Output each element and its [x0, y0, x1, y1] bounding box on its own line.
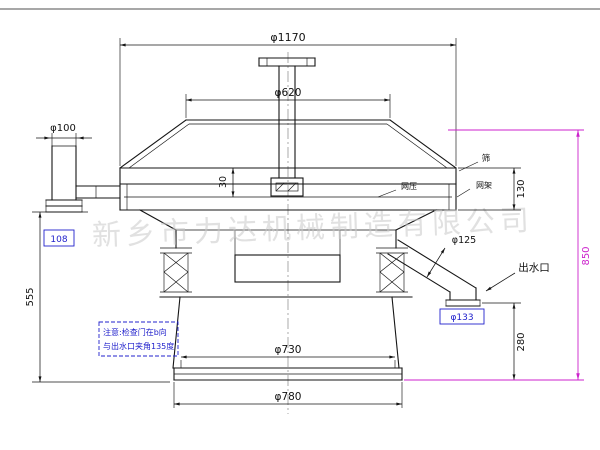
dim-outlet-flange: φ133: [450, 313, 473, 323]
dim-total-height: 850: [581, 246, 592, 265]
dim-frame-height: 130: [516, 179, 527, 198]
dim-gap: 30: [218, 176, 229, 188]
dim-inlet-box: 108: [50, 235, 67, 245]
feed-pipe: [270, 65, 304, 197]
dim-outlet-dia: φ125: [452, 235, 476, 246]
note-line2: 与出水口夹角135度: [103, 341, 174, 351]
dim-outlet-height: 280: [516, 332, 527, 351]
dim-base-dia: φ730: [275, 344, 302, 356]
label-sieve: 筛: [482, 153, 491, 164]
dim-inlet: φ100: [50, 123, 76, 134]
dim-left-height: 555: [25, 287, 36, 306]
spring-left: [160, 247, 192, 293]
dim-hood-width: φ620: [275, 87, 302, 99]
inlet-pipe: [45, 145, 121, 213]
label-mesh-press: 网压: [401, 182, 417, 191]
spring-right: [376, 247, 408, 293]
note-box: 注意:检查门在b向 与出水口夹角135度: [98, 321, 179, 357]
callout-labels: 出水口 网压 筛 网架: [377, 153, 550, 292]
label-mesh-frame: 网架: [476, 181, 492, 190]
top-flange: [258, 57, 316, 67]
hood: [119, 119, 457, 169]
screen-body: [119, 167, 457, 211]
dimensions: φ1170 φ620 φ100 30 130 108 555 φ125: [25, 31, 592, 408]
dim-top-width: φ1170: [270, 31, 305, 44]
dim-flange-dia: φ780: [275, 391, 302, 403]
outlet-pipe: [387, 239, 481, 307]
note-line1: 注意:检查门在b向: [103, 327, 167, 337]
label-outlet: 出水口: [518, 261, 550, 274]
